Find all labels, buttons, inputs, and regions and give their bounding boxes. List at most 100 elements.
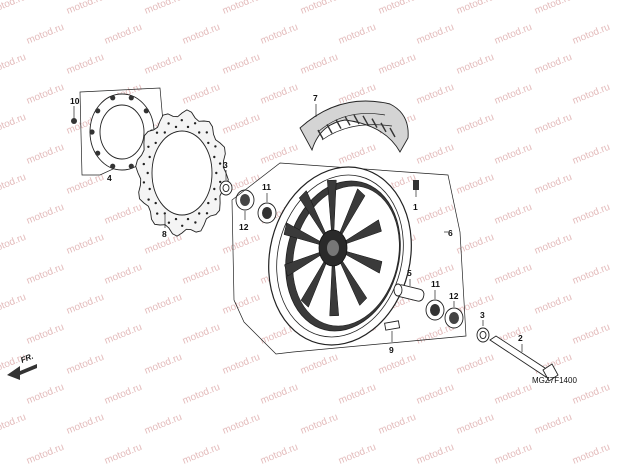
- front-arrow-label: FR.: [19, 352, 34, 365]
- watermark-text: motod.ru: [65, 292, 106, 317]
- watermark-text: motod.ru: [221, 0, 262, 17]
- watermark-text: motod.ru: [299, 412, 340, 437]
- tire-tread: [317, 114, 396, 140]
- disc-hole: [154, 201, 157, 205]
- tire-tread-line-2: [321, 124, 393, 141]
- watermark-text: motod.ru: [571, 322, 612, 347]
- disc-hole: [186, 125, 190, 129]
- callout-3-left: 3: [223, 160, 228, 170]
- watermark-text: motod.ru: [181, 82, 222, 107]
- disc-hole: [163, 212, 166, 215]
- watermark-text: motod.ru: [143, 412, 184, 437]
- watermark-text: motod.ru: [337, 442, 378, 467]
- tread-groove: [353, 114, 360, 125]
- seal-right-inner: [430, 304, 440, 316]
- watermark-text: motod.ru: [533, 52, 574, 77]
- watermark-text: motod.ru: [571, 22, 612, 47]
- watermark-text: motod.ru: [455, 0, 496, 17]
- axle-2: [489, 335, 559, 382]
- disc-hole: [148, 187, 151, 191]
- watermark-text: motod.ru: [0, 412, 28, 437]
- watermark-text: motod.ru: [571, 382, 612, 407]
- valve: [413, 180, 419, 190]
- watermark-text: motod.ru: [415, 442, 456, 467]
- watermark-text: motod.ru: [221, 352, 262, 377]
- plate-tab: [143, 108, 149, 114]
- watermark-text: motod.ru: [0, 0, 28, 17]
- plate-tab: [95, 108, 101, 114]
- watermark-text: motod.ru: [337, 22, 378, 47]
- watermark-text: motod.ru: [25, 22, 66, 47]
- watermark-text: motod.ru: [571, 82, 612, 107]
- seal-11-right: [425, 290, 445, 321]
- watermark-text: motod.ru: [493, 22, 534, 47]
- plate-tab: [110, 163, 116, 169]
- watermark-text: motod.ru: [25, 82, 66, 107]
- disc-hole: [156, 212, 159, 215]
- watermark-text: motod.ru: [377, 0, 418, 17]
- disc-hole: [213, 155, 216, 159]
- disc-hole: [154, 141, 157, 145]
- disc-hole: [205, 212, 209, 215]
- disc-hole: [219, 180, 222, 184]
- watermark-text: motod.ru: [25, 382, 66, 407]
- disc-hole: [167, 221, 171, 224]
- disc-hole: [147, 145, 150, 148]
- watermark-text: motod.ru: [455, 52, 496, 77]
- tread-groove: [335, 119, 342, 129]
- watermark-text: motod.ru: [455, 412, 496, 437]
- disc-hole: [213, 187, 216, 191]
- watermark-text: motod.ru: [103, 262, 144, 287]
- watermark-text: motod.ru: [259, 82, 300, 107]
- watermark-text: motod.ru: [493, 202, 534, 227]
- watermark-text: motod.ru: [533, 232, 574, 257]
- disc-hole: [163, 131, 166, 134]
- watermark-text: motod.ru: [493, 262, 534, 287]
- watermark-text: motod.ru: [571, 262, 612, 287]
- watermark-text: motod.ru: [221, 232, 262, 257]
- collar-left-inner: [222, 183, 230, 193]
- watermark-text: motod.ru: [533, 0, 574, 17]
- disc-hole: [215, 171, 218, 175]
- callout-11-right: 11: [431, 279, 440, 289]
- disc-hole: [214, 145, 217, 148]
- watermark-text: motod.ru: [377, 352, 418, 377]
- watermark-text: motod.ru: [337, 142, 378, 167]
- watermark-text: motod.ru: [103, 382, 144, 407]
- tread-groove: [326, 124, 333, 134]
- watermark-text: motod.ru: [259, 142, 300, 167]
- watermark-text: motod.ru: [259, 382, 300, 407]
- watermark-text: motod.ru: [493, 82, 534, 107]
- watermark-text: motod.ru: [65, 352, 106, 377]
- watermark-text: motod.ru: [143, 352, 184, 377]
- callout-12-right: 12: [449, 291, 459, 301]
- wheel-rim-lip: [276, 174, 404, 338]
- tire-group: [299, 100, 409, 153]
- watermark-text: motod.ru: [65, 172, 106, 197]
- watermark-text: motod.ru: [103, 322, 144, 347]
- watermark-text: motod.ru: [0, 112, 28, 137]
- watermark-text: motod.ru: [533, 292, 574, 317]
- disc-hole: [198, 212, 201, 215]
- watermark-text: motod.ru: [0, 52, 28, 77]
- bolt-10: [71, 118, 77, 124]
- disc-hole: [207, 201, 210, 205]
- seal-11-left: [257, 193, 277, 224]
- tread-groove: [371, 118, 378, 128]
- tread-groove: [344, 115, 351, 126]
- callout-1: 1: [413, 202, 418, 212]
- watermark-text: motod.ru: [415, 142, 456, 167]
- tread-groove: [362, 115, 369, 126]
- watermark-text: motod.ru: [493, 142, 534, 167]
- tread-groove: [317, 129, 324, 140]
- callout-4: 4: [107, 173, 112, 183]
- watermark-text: motod.ru: [571, 202, 612, 227]
- watermark-text: motod.ru: [259, 22, 300, 47]
- watermark-text: motod.ru: [377, 412, 418, 437]
- disc-hole: [214, 198, 217, 201]
- watermark-text: motod.ru: [221, 292, 262, 317]
- spacer-8-body: [384, 320, 401, 331]
- disc-hole: [167, 122, 170, 125]
- watermark-text: motod.ru: [455, 352, 496, 377]
